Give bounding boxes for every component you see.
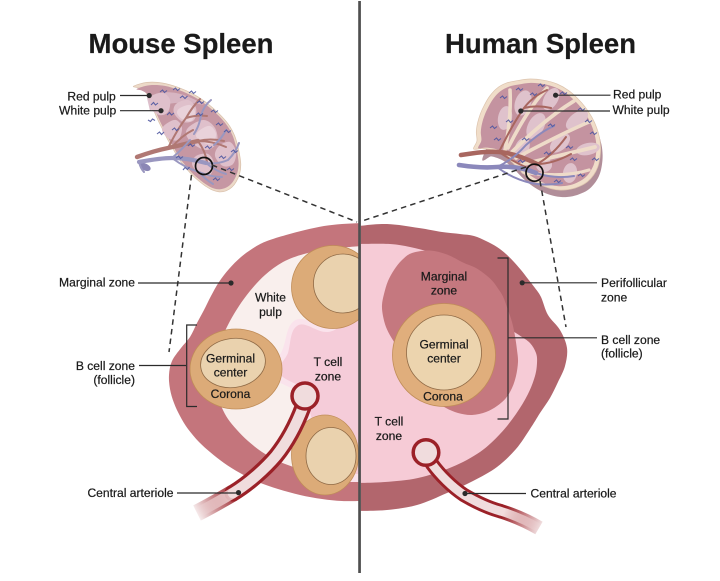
- svg-text:Red pulp: Red pulp: [67, 89, 116, 103]
- svg-text:Perifollicular: Perifollicular: [601, 276, 667, 290]
- svg-text:White pulp: White pulp: [59, 104, 116, 118]
- svg-text:(follicle): (follicle): [601, 347, 643, 361]
- svg-text:center: center: [427, 352, 461, 366]
- svg-text:Central arteriole: Central arteriole: [87, 486, 173, 500]
- svg-text:(follicle): (follicle): [93, 373, 135, 387]
- svg-text:White pulp: White pulp: [613, 103, 670, 117]
- svg-text:zone: zone: [376, 429, 402, 443]
- svg-text:Central arteriole: Central arteriole: [531, 487, 617, 501]
- svg-text:pulp: pulp: [259, 305, 282, 319]
- svg-text:Mouse Spleen: Mouse Spleen: [89, 28, 274, 59]
- svg-text:zone: zone: [431, 284, 457, 298]
- svg-text:Marginal: Marginal: [421, 270, 467, 284]
- svg-text:zone: zone: [315, 370, 341, 384]
- svg-text:zone: zone: [601, 290, 627, 304]
- svg-text:B cell zone: B cell zone: [601, 333, 660, 347]
- svg-text:Germinal: Germinal: [206, 352, 255, 366]
- svg-text:center: center: [214, 366, 248, 380]
- svg-text:B cell zone: B cell zone: [76, 359, 135, 373]
- svg-text:Corona: Corona: [423, 390, 463, 404]
- svg-text:T cell: T cell: [375, 415, 404, 429]
- svg-text:Marginal zone: Marginal zone: [59, 276, 135, 290]
- svg-text:T cell: T cell: [314, 355, 343, 369]
- svg-text:Germinal: Germinal: [419, 338, 468, 352]
- svg-text:Human Spleen: Human Spleen: [445, 28, 636, 59]
- svg-text:White: White: [255, 291, 286, 305]
- svg-text:Corona: Corona: [211, 387, 251, 401]
- svg-text:Red pulp: Red pulp: [613, 88, 662, 102]
